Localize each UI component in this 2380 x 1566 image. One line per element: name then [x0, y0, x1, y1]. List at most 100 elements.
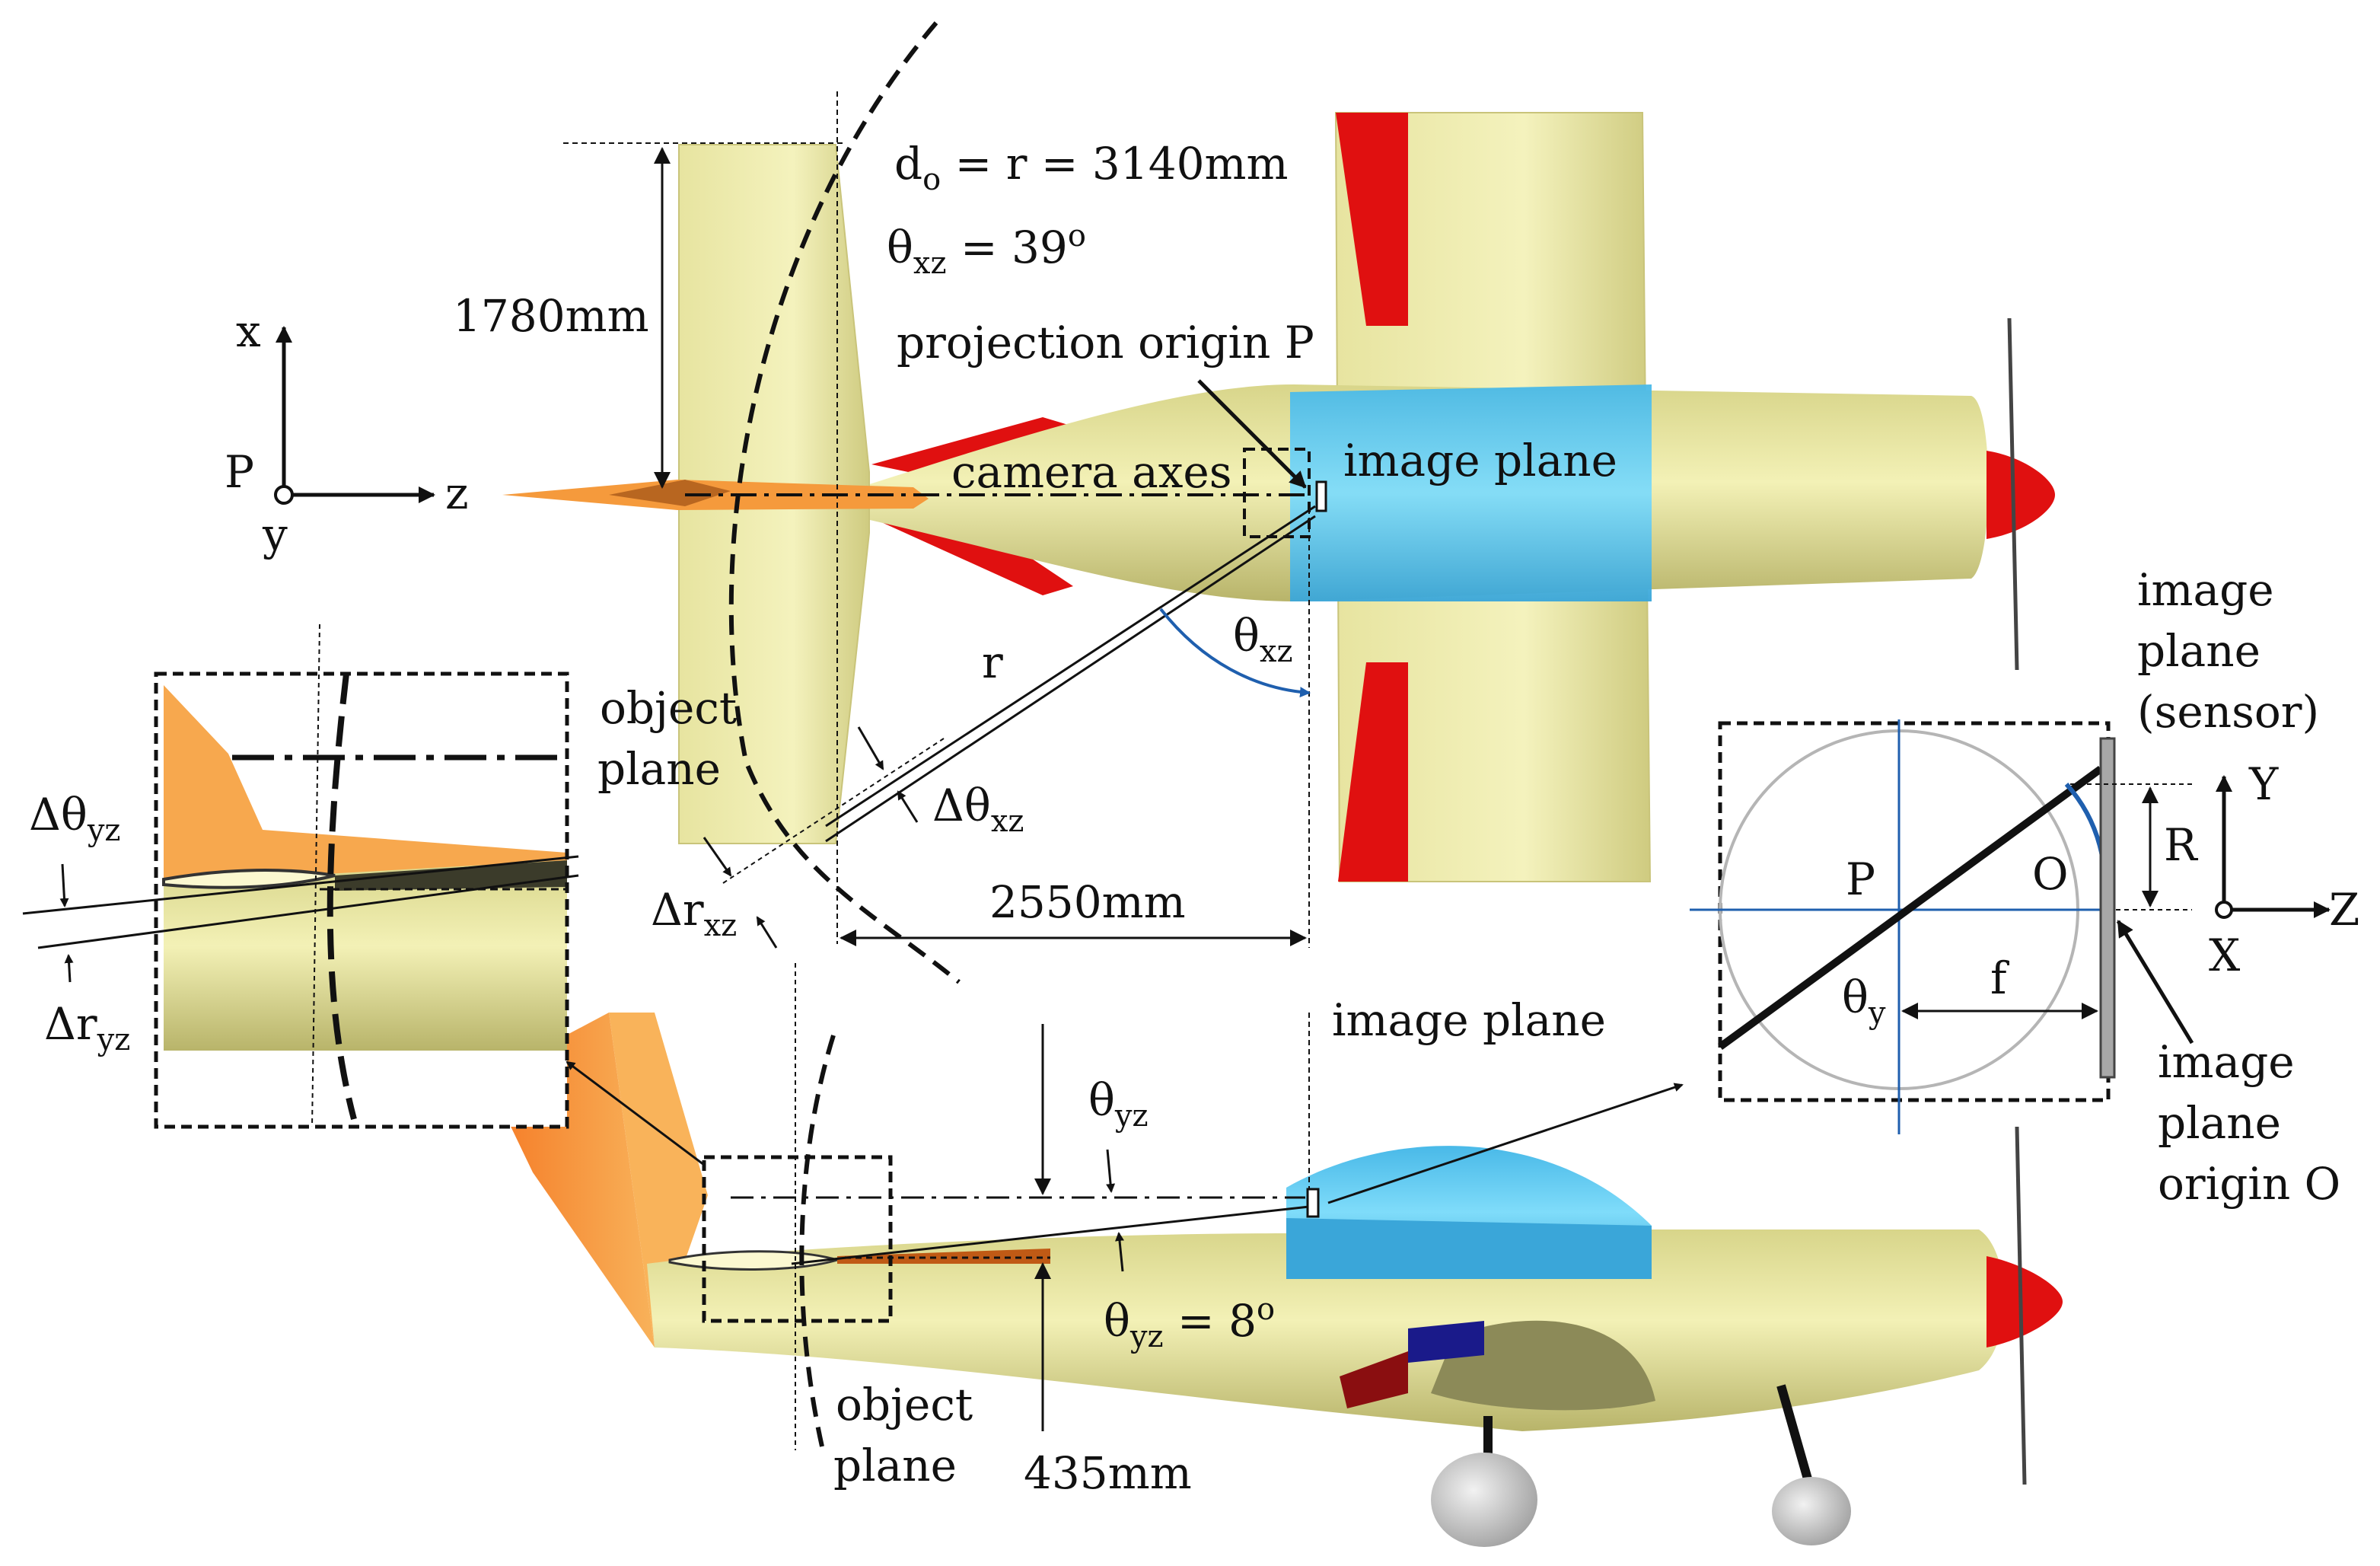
camera-axes-label: camera axes [951, 446, 1232, 498]
image-plane-label-side: image plane [1332, 994, 1606, 1046]
r-line-upper [825, 505, 1316, 828]
inset-dr-yz-label: Δryz [44, 998, 130, 1057]
inset-R-label: R [2164, 819, 2199, 871]
image-plane-label-top: image plane [1343, 435, 1617, 486]
theta-xz-arc [1159, 608, 1311, 698]
side-arc [799, 1035, 836, 1447]
projection-origin-label: projection origin P [897, 317, 1314, 368]
arc-radius-r [728, 21, 961, 984]
top-red-strake-lower [871, 518, 1073, 595]
side-view-labels: image plane θyz θyz = 8o object plane 43… [833, 994, 1606, 1499]
side-propeller [2015, 1126, 2027, 1485]
do-equation: do = r = 3140mm [894, 138, 1289, 197]
axis-z-label: z [445, 467, 469, 519]
side-nose-gear-strut [1776, 1384, 1816, 1494]
top-canopy [1290, 384, 1652, 601]
inset-right-ray [1718, 765, 2103, 1051]
object-plane-label-side-2: plane [833, 1440, 957, 1491]
theta-yz-arrow-1 [1106, 1149, 1116, 1193]
side-roundel-blue [1408, 1321, 1484, 1363]
side-fuselage [647, 1230, 2005, 1431]
top-view-labels: x z y P 1780mm do = r = 3140mm θxz = 39o… [225, 138, 1617, 943]
origin-p-label: P [225, 446, 254, 498]
side-to-inset-right-arrow [1327, 1083, 1684, 1204]
inset-dtheta-yz-label: Δθyz [29, 789, 120, 848]
inset-f-label: f [1990, 952, 2009, 1004]
theta-yz-8-label: θyz = 8o [1104, 1292, 1275, 1354]
axis-Y-label: Y [2248, 758, 2279, 810]
inset-left-dark-strip [335, 860, 567, 891]
object-plane-label-top-2: plane [597, 743, 721, 795]
right-inset [1690, 719, 2331, 1134]
side-ray [791, 1205, 1310, 1265]
inset-right-sensor [2099, 737, 2116, 1079]
projection-origin-box [1243, 448, 1311, 538]
dim-2550-label: 2550mm [989, 876, 1186, 928]
inset-left-ray-1 [22, 855, 579, 915]
side-view-aircraft [487, 1013, 2063, 1547]
side-wing [1431, 1320, 1655, 1411]
top-propeller [2007, 317, 2019, 671]
r-line-lower [825, 515, 1316, 843]
top-view-aircraft [502, 112, 2055, 882]
dtheta-xz-arrow-2 [897, 790, 919, 823]
side-canopy-lower [1286, 1218, 1652, 1279]
dr-xz-arrow-2 [756, 916, 778, 949]
projection-origin-arrow [1197, 379, 1307, 489]
image-plane-sensor-side [1306, 1188, 1320, 1218]
sensor-label-3: (sensor) [2137, 686, 2319, 738]
theta-xz-equation: θxz = 39o [887, 218, 1086, 281]
inset-p-label: P [1846, 853, 1875, 905]
axis-y-label: y [262, 509, 288, 560]
side-spinner [1987, 1256, 2063, 1348]
right-inset-labels: image plane (sensor) P O R f θy Y Z X im… [1842, 564, 2359, 1210]
inset-left-strake [162, 869, 336, 889]
inset-theta-y-label: θy [1842, 971, 1886, 1031]
inset-right-frame [1718, 721, 2111, 1102]
image-plane-sensor-top [1315, 480, 1327, 512]
top-view-annotations [274, 21, 1327, 984]
inset-left-fuselage [164, 860, 567, 1051]
top-tail-cone-dark [609, 480, 731, 506]
axis-X-origin [2215, 901, 2233, 919]
dr-xz-extension [722, 738, 945, 884]
inset-left-ray-2 [37, 874, 579, 949]
side-view-annotations [566, 963, 1684, 1450]
theta-xz-label: θxz [1233, 610, 1293, 669]
theta-yz-label: θyz [1088, 1074, 1149, 1134]
dr-xz-label: Δrxz [651, 884, 737, 943]
image-plane-origin-arrow [2116, 920, 2194, 1045]
inset-dtheta-yz-arrow [59, 863, 69, 907]
inset-o-label: O [2032, 848, 2069, 900]
origin-label-3: origin O [2158, 1158, 2340, 1210]
top-spinner [1987, 451, 2055, 539]
origin-circle [274, 485, 294, 505]
inset-left-object-plane [311, 624, 320, 1127]
origin-label-1: image [2158, 1036, 2295, 1088]
theta-yz-arrow-2 [1115, 1232, 1124, 1272]
object-plane-label-side-1: object [836, 1379, 973, 1430]
side-tail-to-inset-arrow [566, 1060, 705, 1166]
object-plane-label-top-1: object [600, 682, 737, 734]
inset-left-frame [154, 671, 569, 1129]
side-main-wheel [1431, 1453, 1537, 1547]
top-aileron-lower [1338, 662, 1408, 882]
sensor-label-1: image [2137, 564, 2274, 616]
axis-X-label: X [2209, 930, 2241, 981]
side-tail-box [702, 1155, 893, 1323]
side-nose-wheel [1772, 1477, 1851, 1545]
dr-xz-arrow-1 [703, 837, 732, 877]
dtheta-xz-arrow-1 [857, 726, 884, 770]
dim-1780-label: 1780mm [453, 290, 649, 342]
axis-x-label: x [236, 305, 261, 357]
inset-dr-yz-arrow [64, 954, 74, 983]
left-inset: Δθyz Δryz [22, 624, 579, 1129]
top-aileron-upper [1336, 113, 1408, 326]
r-label: r [982, 636, 1003, 688]
dim-435-label: 435mm [1024, 1447, 1192, 1499]
origin-label-2: plane [2158, 1097, 2281, 1149]
dtheta-xz-label: Δθxz [932, 780, 1024, 839]
side-roundel-red [1340, 1351, 1408, 1408]
